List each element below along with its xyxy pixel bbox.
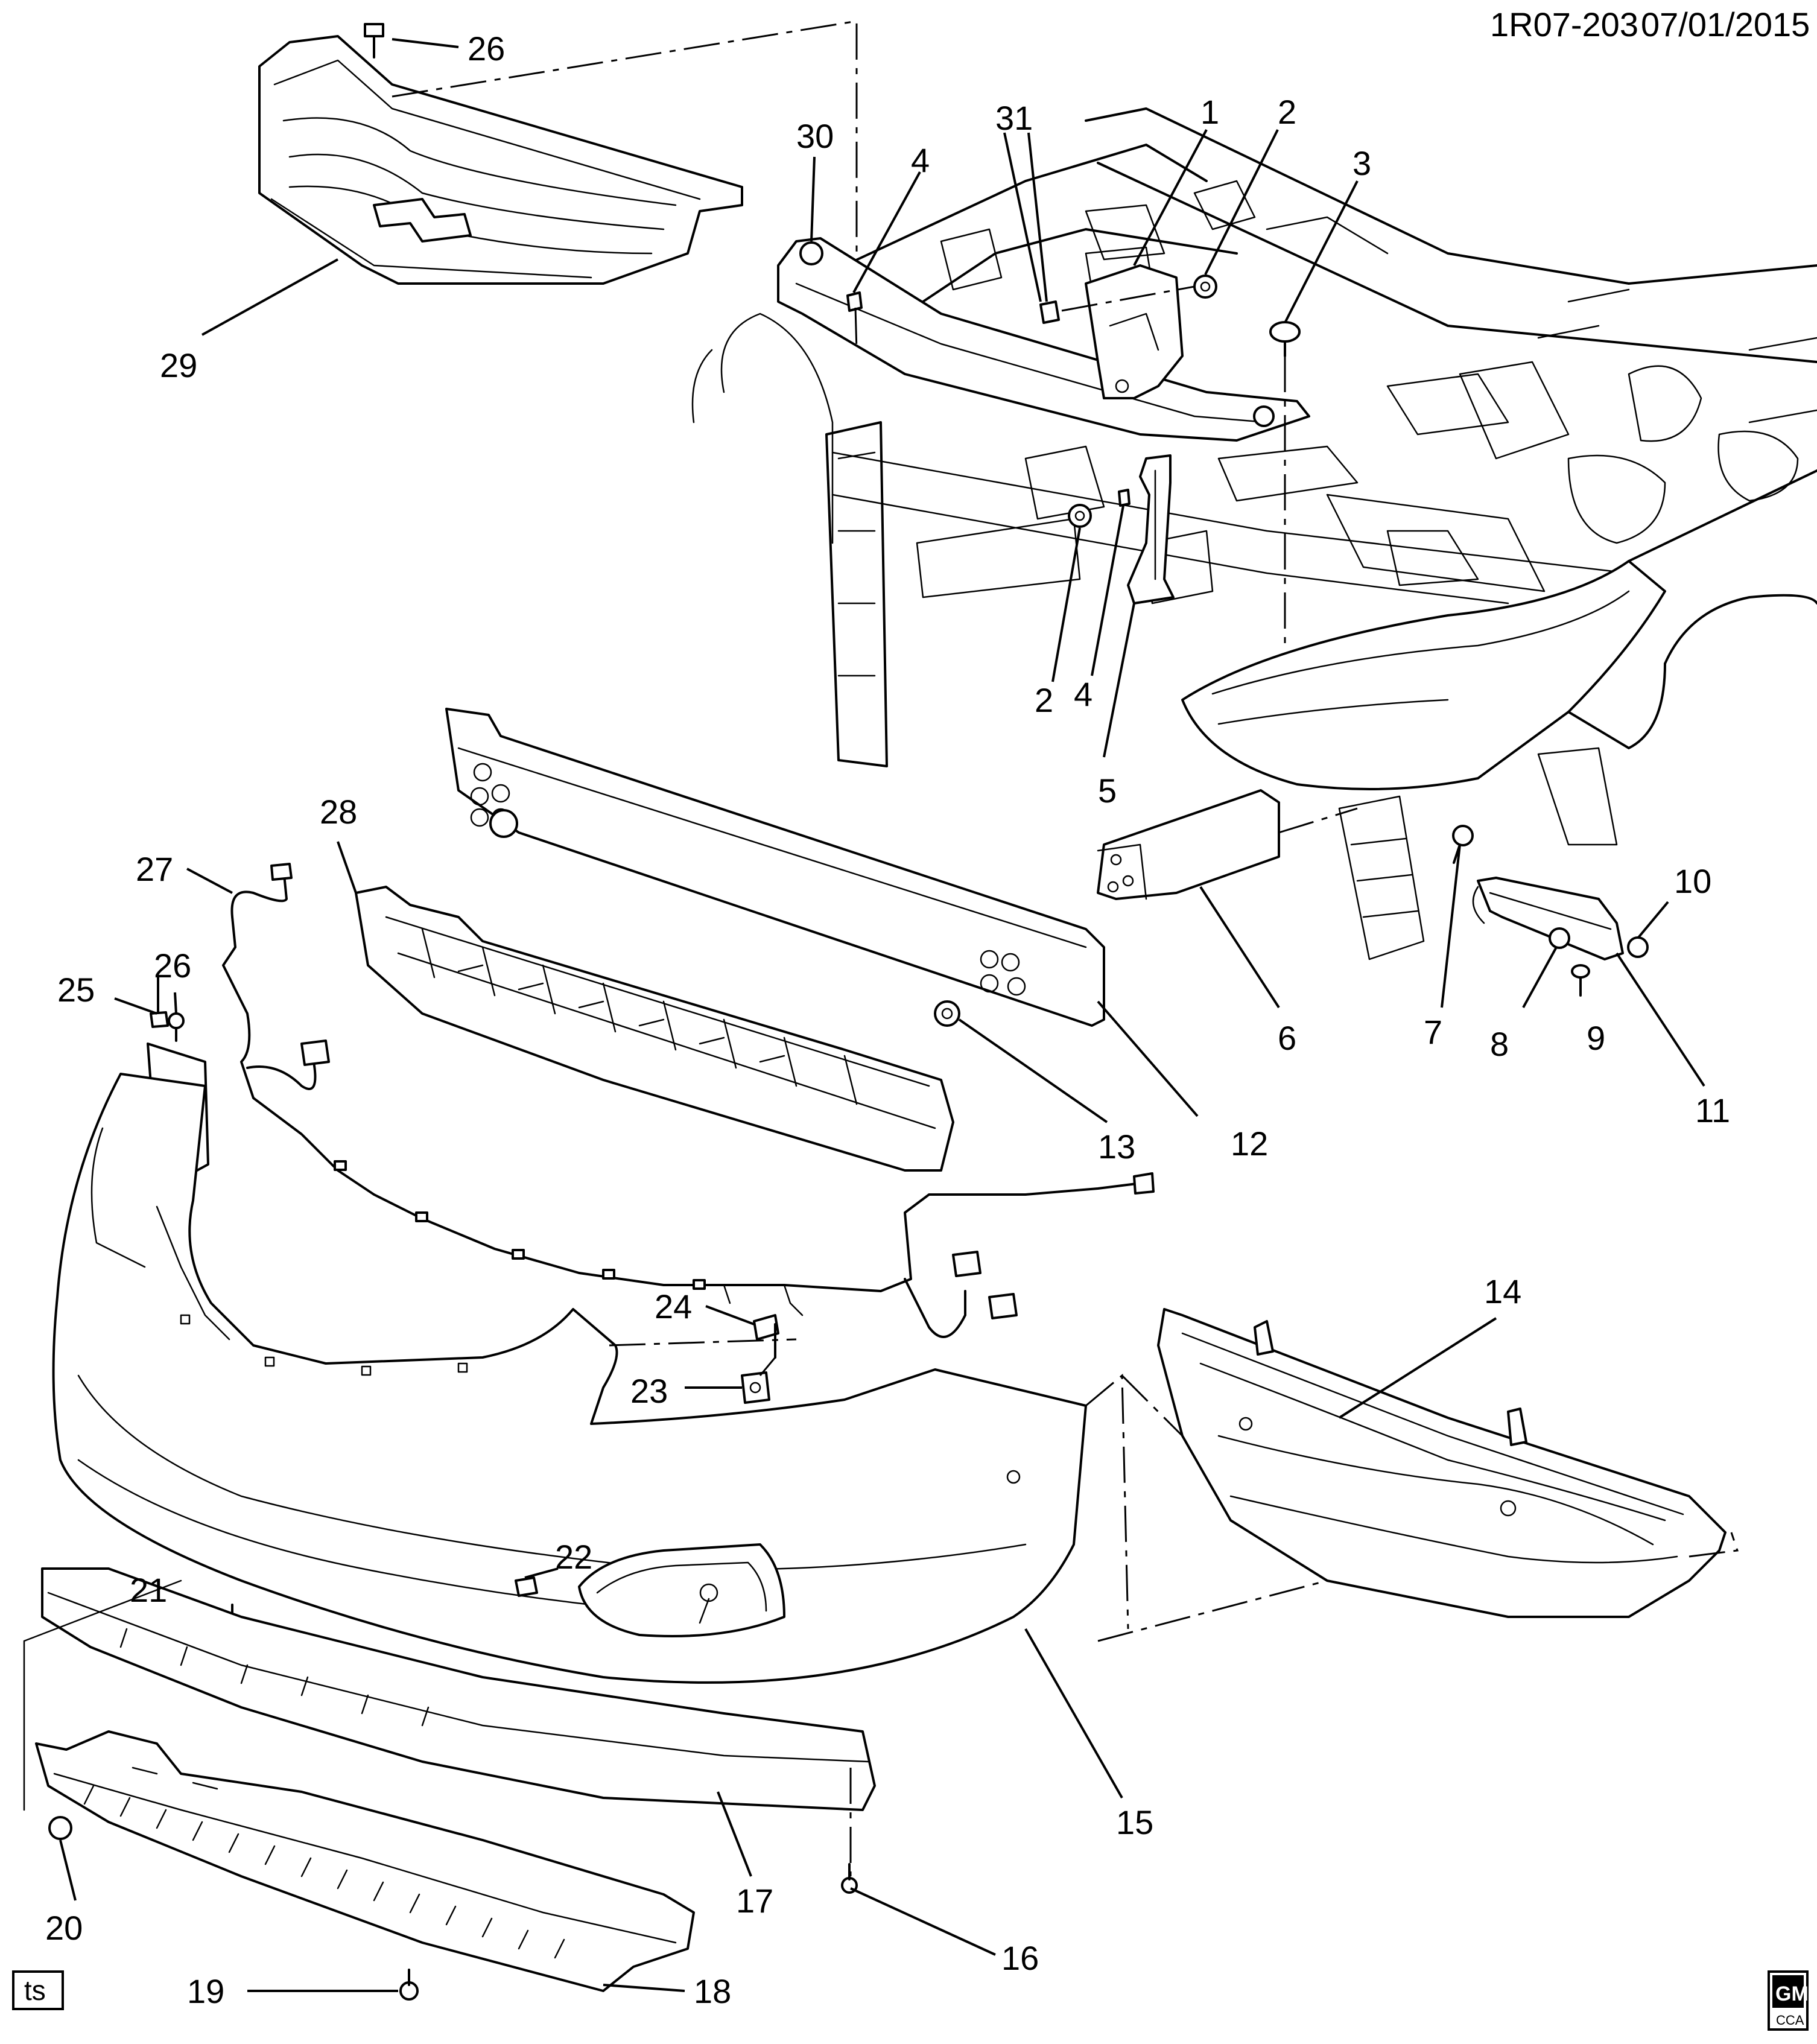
callout-18: 18: [694, 1972, 731, 2010]
callout-15: 15: [1116, 1803, 1153, 1841]
grille-screw-26-upper: [364, 23, 384, 59]
svg-text:GM: GM: [1775, 1982, 1809, 2005]
callout-12: 12: [1231, 1125, 1268, 1163]
callout-27: 27: [136, 850, 173, 888]
lower-deflector-17: [41, 1567, 876, 1811]
svg-text:CCA: CCA: [1776, 2013, 1804, 2028]
callout-19: 19: [187, 1972, 224, 2010]
ts-badge: ts: [12, 1970, 64, 2010]
nut-20: [48, 1816, 72, 1840]
bolt-9: [1571, 964, 1590, 997]
callout-31: 31: [995, 99, 1033, 137]
clip-4-lower: [1118, 489, 1130, 507]
nut-22: [515, 1576, 538, 1597]
callout-20: 20: [45, 1909, 83, 1947]
right-lower-bracket: [1338, 747, 1618, 960]
clip-23: [741, 1371, 770, 1404]
nut-2-lower: [1068, 504, 1092, 528]
callout-10: 10: [1674, 862, 1711, 900]
callout-8: 8: [1490, 1025, 1509, 1063]
callout-16: 16: [1001, 1939, 1039, 1977]
radiator-upper-support-part: [777, 204, 1310, 442]
callout-14: 14: [1484, 1272, 1521, 1310]
fender: [1567, 469, 1817, 749]
upper-grille-part: [258, 35, 743, 285]
diagram-code: 1R07-203: [1490, 5, 1638, 43]
clip-31: [1039, 300, 1060, 324]
vehicle-front-structure: [691, 107, 1817, 767]
callout-11: 11: [1695, 1091, 1730, 1129]
callout-24: 24: [655, 1287, 692, 1325]
bracket-11: [1472, 877, 1624, 960]
callout-22: 22: [555, 1538, 592, 1576]
bolt-3: [1269, 321, 1301, 357]
screw-26-lower: [168, 1012, 185, 1042]
callout-4-upper: 4: [911, 141, 930, 179]
nut-10: [1627, 936, 1649, 958]
gm-logo: GM CCA: [1768, 1970, 1809, 2031]
callout-3: 3: [1352, 144, 1371, 182]
lower-grille-14: [1097, 1308, 1739, 1642]
screw-19: [399, 1969, 419, 2001]
callout-26-lower: 26: [154, 947, 191, 985]
callout-7: 7: [1424, 1013, 1442, 1051]
impact-bar-12: [445, 708, 1105, 1027]
callout-13: 13: [1098, 1128, 1135, 1166]
impact-bar-bracket-6: [1097, 789, 1358, 900]
bolt-7: [1452, 825, 1474, 864]
callout-21: 21: [130, 1571, 167, 1609]
front-fascia-15: [52, 1073, 1129, 1684]
deflector-5: [1127, 454, 1175, 605]
clip-4-upper: [846, 291, 863, 312]
callout-6: 6: [1278, 1019, 1296, 1057]
wiring-harness-27: [222, 863, 1155, 1338]
callout-9: 9: [1587, 1019, 1605, 1057]
callout-23: 23: [630, 1372, 668, 1410]
diagram-date: 07/01/2015: [1641, 5, 1810, 43]
callout-30: 30: [796, 117, 834, 155]
callout-2-upper: 2: [1278, 93, 1296, 131]
callout-4-lower: 4: [1074, 675, 1092, 713]
callout-2-lower: 2: [1035, 681, 1053, 719]
callout-25: 25: [57, 971, 95, 1009]
headlamp: [1181, 560, 1666, 790]
svg-text:ts: ts: [24, 1975, 46, 2006]
underbody-shield-18: [35, 1730, 695, 1992]
callout-29: 29: [160, 346, 197, 384]
nut-8: [1549, 927, 1570, 949]
callout-17: 17: [736, 1882, 773, 1920]
screw-16: [841, 1863, 858, 1894]
screw-24: [753, 1314, 779, 1359]
nut-13: [934, 1000, 960, 1027]
bracket-1: [1085, 264, 1184, 399]
callout-26-upper: 26: [468, 30, 505, 68]
energy-absorber-28: [355, 886, 954, 1172]
nut-2-upper: [1193, 275, 1217, 299]
callout-1: 1: [1200, 93, 1219, 131]
callout-5: 5: [1098, 772, 1117, 810]
callout-28: 28: [320, 793, 357, 831]
